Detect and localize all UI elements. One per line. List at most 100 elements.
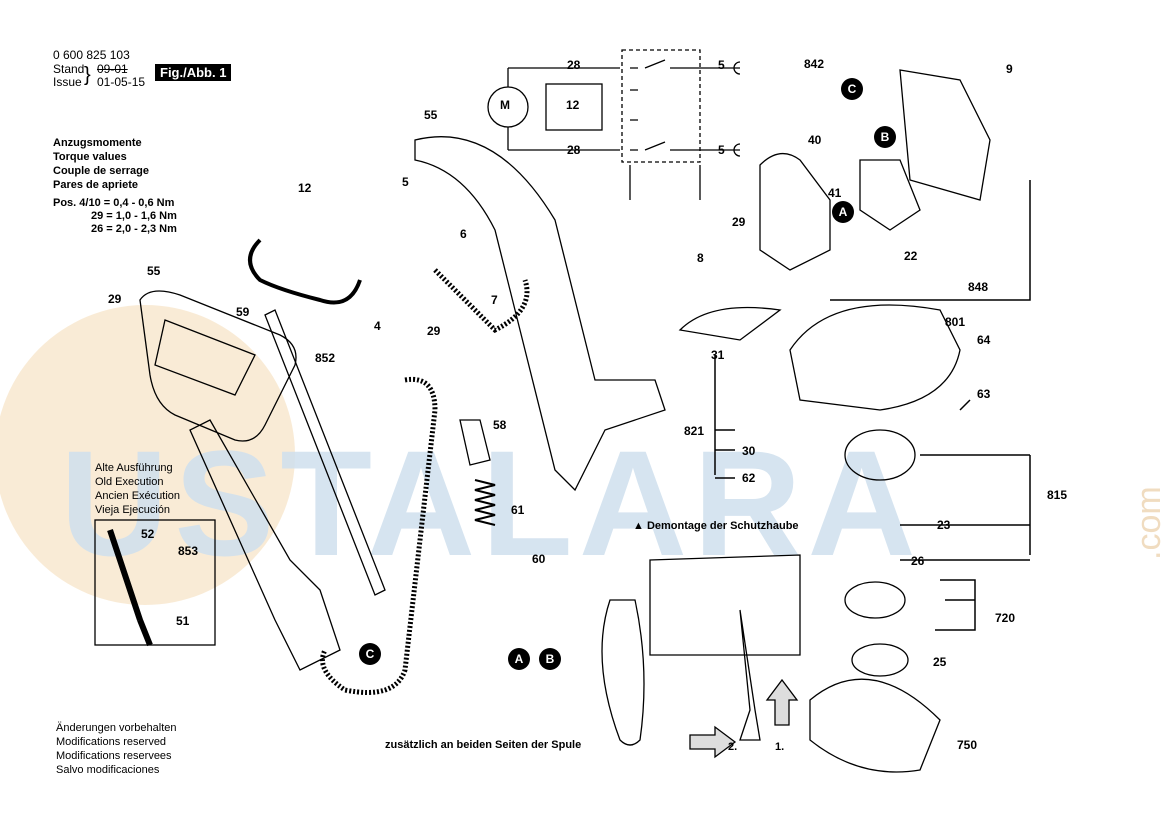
part-58: 58 <box>493 418 507 432</box>
step-2: 2. <box>728 741 738 753</box>
issue-label: Issue <box>53 75 82 89</box>
old-execution-box <box>94 519 216 646</box>
leader-lines <box>714 180 1031 631</box>
part-29: 29 <box>427 324 441 338</box>
part-821: 821 <box>684 424 705 438</box>
part-848: 848 <box>968 280 989 294</box>
clip <box>459 419 491 466</box>
part-12: 12 <box>298 181 312 195</box>
spring <box>474 479 496 526</box>
part-4: 4 <box>374 319 381 333</box>
spool-lower <box>844 581 906 619</box>
cord-middle <box>433 268 530 334</box>
cap-750 <box>809 678 941 773</box>
mod-line: Salvo modificaciones <box>56 764 160 776</box>
old-execution-text: Alte Ausführung Old Execution Ancien Exé… <box>95 461 180 517</box>
old-exec-line: Ancien Exécution <box>95 490 180 502</box>
torque-line: Anzugsmomente <box>53 137 142 149</box>
circuit-label: 28 <box>567 58 581 72</box>
torque-line: Torque values <box>53 151 127 163</box>
torque-line: Pares de apriete <box>53 179 138 191</box>
cutter-guard <box>678 304 961 411</box>
part-7: 7 <box>491 293 498 307</box>
circuit-diagram <box>487 49 741 200</box>
new-date: 01-05-15 <box>97 75 146 89</box>
switch-box-label: 12 <box>566 98 580 112</box>
callout-a: A <box>832 201 854 223</box>
callout-b: B <box>874 126 896 148</box>
part-25: 25 <box>933 655 947 669</box>
part-852: 852 <box>315 351 336 365</box>
callout-a: A <box>508 648 530 670</box>
figure-label: Fig./Abb. 1 <box>155 64 232 81</box>
part-29: 29 <box>732 215 746 229</box>
part-29: 29 <box>108 292 122 306</box>
part-63: 63 <box>977 387 991 401</box>
callout-c: C <box>841 78 863 100</box>
watermark-suffix: .com <box>1130 486 1168 560</box>
part-31: 31 <box>711 348 725 362</box>
part-59: 59 <box>236 305 250 319</box>
guard-left <box>139 290 297 442</box>
spool-note: zusätzlich an beiden Seiten der Spule <box>385 739 582 751</box>
part-51: 51 <box>176 614 190 628</box>
cord-lower <box>320 376 438 695</box>
part-40: 40 <box>808 133 822 147</box>
modifications-text: Änderungen vorbehalten Modifications res… <box>56 721 176 777</box>
circuit-label: 28 <box>567 143 581 157</box>
part-55: 55 <box>147 264 161 278</box>
part-9: 9 <box>1006 62 1013 76</box>
part-8: 8 <box>697 251 704 265</box>
old-exec-line: Old Execution <box>95 476 164 488</box>
part-23: 23 <box>937 518 951 532</box>
part-853: 853 <box>178 544 199 558</box>
circuit-label: 5 <box>718 58 725 72</box>
part-64: 64 <box>977 333 991 347</box>
torque-value: 29 = 1,0 - 1,6 Nm <box>91 210 177 222</box>
stand-label: Stand <box>53 62 85 76</box>
torque-value: 26 = 2,0 - 2,3 Nm <box>91 223 177 235</box>
demontage-label: ▲ Demontage der Schutzhaube <box>633 520 799 532</box>
motor-symbol: M <box>500 98 510 112</box>
torque-value: Pos. 4/10 = 0,4 - 0,6 Nm <box>53 197 175 209</box>
part-720: 720 <box>995 611 1016 625</box>
part-55: 55 <box>424 108 438 122</box>
callout-b: B <box>539 648 561 670</box>
mod-line: Modifications reserved <box>56 736 167 748</box>
mod-line: Modifications reservees <box>56 750 172 762</box>
demontage-section <box>601 554 801 759</box>
torque-line: Couple de serrage <box>53 165 149 177</box>
part-number: 0 600 825 103 <box>53 48 130 62</box>
part-750: 750 <box>957 738 978 752</box>
motor-housing <box>759 69 991 271</box>
part-30: 30 <box>742 444 756 458</box>
part-26: 26 <box>911 554 925 568</box>
part-815: 815 <box>1047 488 1068 502</box>
part-6: 6 <box>460 227 467 241</box>
handle-tube <box>189 309 386 671</box>
circuit-label: 5 <box>718 143 725 157</box>
cord-coil <box>248 238 362 305</box>
demontage-text: Demontage der Schutzhaube <box>646 520 799 532</box>
part-62: 62 <box>742 471 756 485</box>
part-842: 842 <box>804 57 825 71</box>
part-61: 61 <box>511 503 525 517</box>
old-date: 09-01 <box>97 62 128 76</box>
old-exec-line: Alte Ausführung <box>95 462 173 474</box>
mod-line: Änderungen vorbehalten <box>56 722 177 734</box>
part-22: 22 <box>904 249 918 263</box>
part-60: 60 <box>532 552 546 566</box>
callout-c: C <box>359 643 381 665</box>
part-52: 52 <box>141 527 155 541</box>
spool <box>844 429 916 481</box>
part-41: 41 <box>828 186 842 200</box>
torque-heading: Anzugsmomente Torque values Couple de se… <box>53 136 149 192</box>
brace: } <box>84 64 91 86</box>
spool-cap <box>851 643 909 677</box>
part-801: 801 <box>945 315 966 329</box>
upper-handle <box>414 136 666 492</box>
part-5: 5 <box>402 175 409 189</box>
step-1: 1. <box>775 741 785 753</box>
old-exec-line: Vieja Ejecución <box>95 504 171 516</box>
